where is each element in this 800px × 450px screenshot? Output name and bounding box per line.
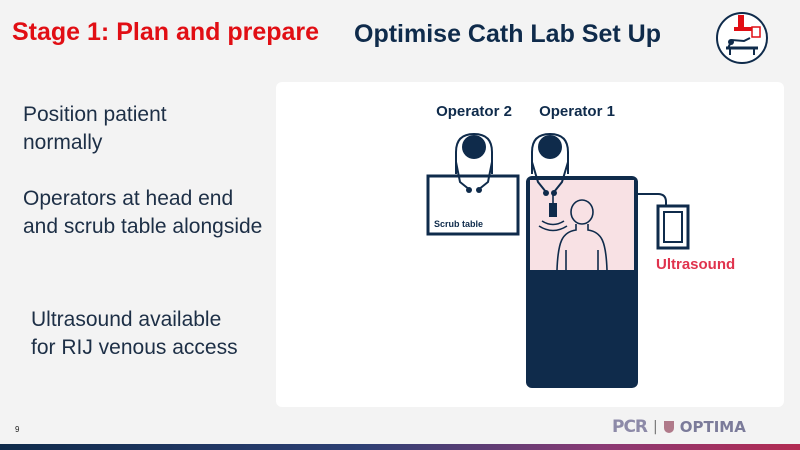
bullet-ultrasound: Ultrasound available for RIJ venous acce… bbox=[31, 308, 238, 359]
ultrasound-cable bbox=[638, 193, 667, 206]
operator2-icon bbox=[455, 132, 493, 193]
bullet-operators: Operators at head end and scrub table al… bbox=[23, 187, 263, 238]
cath-lab-diagram: Operator 2 Operator 1 Scrub table bbox=[426, 103, 735, 388]
footer-logos: PCR | OPTIMA bbox=[612, 414, 792, 440]
patient-icon bbox=[556, 199, 608, 271]
slide-title: Optimise Cath Lab Set Up bbox=[354, 20, 661, 48]
cath-lab-logo-icon bbox=[716, 12, 768, 64]
operator1-label: Operator 1 bbox=[539, 103, 615, 120]
stage-title: Stage 1: Plan and prepare bbox=[12, 18, 320, 46]
operator2-label: Operator 2 bbox=[436, 103, 512, 120]
optima-shield-icon bbox=[663, 421, 674, 433]
logo-separator: | bbox=[653, 419, 658, 435]
ultrasound-label: Ultrasound bbox=[656, 256, 735, 273]
scrub-table-label: Scrub table bbox=[434, 219, 483, 229]
pcr-logo: PCR bbox=[612, 417, 648, 437]
footer-bar bbox=[0, 444, 800, 450]
patient-bed bbox=[526, 176, 638, 388]
operator1-icon bbox=[531, 132, 569, 196]
optima-logo: OPTIMA bbox=[679, 418, 746, 436]
page-number: 9 bbox=[15, 425, 20, 434]
scrub-table: Scrub table bbox=[426, 174, 520, 236]
bullet-position-patient: Position patient normally bbox=[23, 103, 167, 154]
cath-lab-diagram-panel: Operator 2 Operator 1 Scrub table bbox=[276, 82, 784, 407]
ultrasound-machine-icon bbox=[656, 204, 690, 250]
